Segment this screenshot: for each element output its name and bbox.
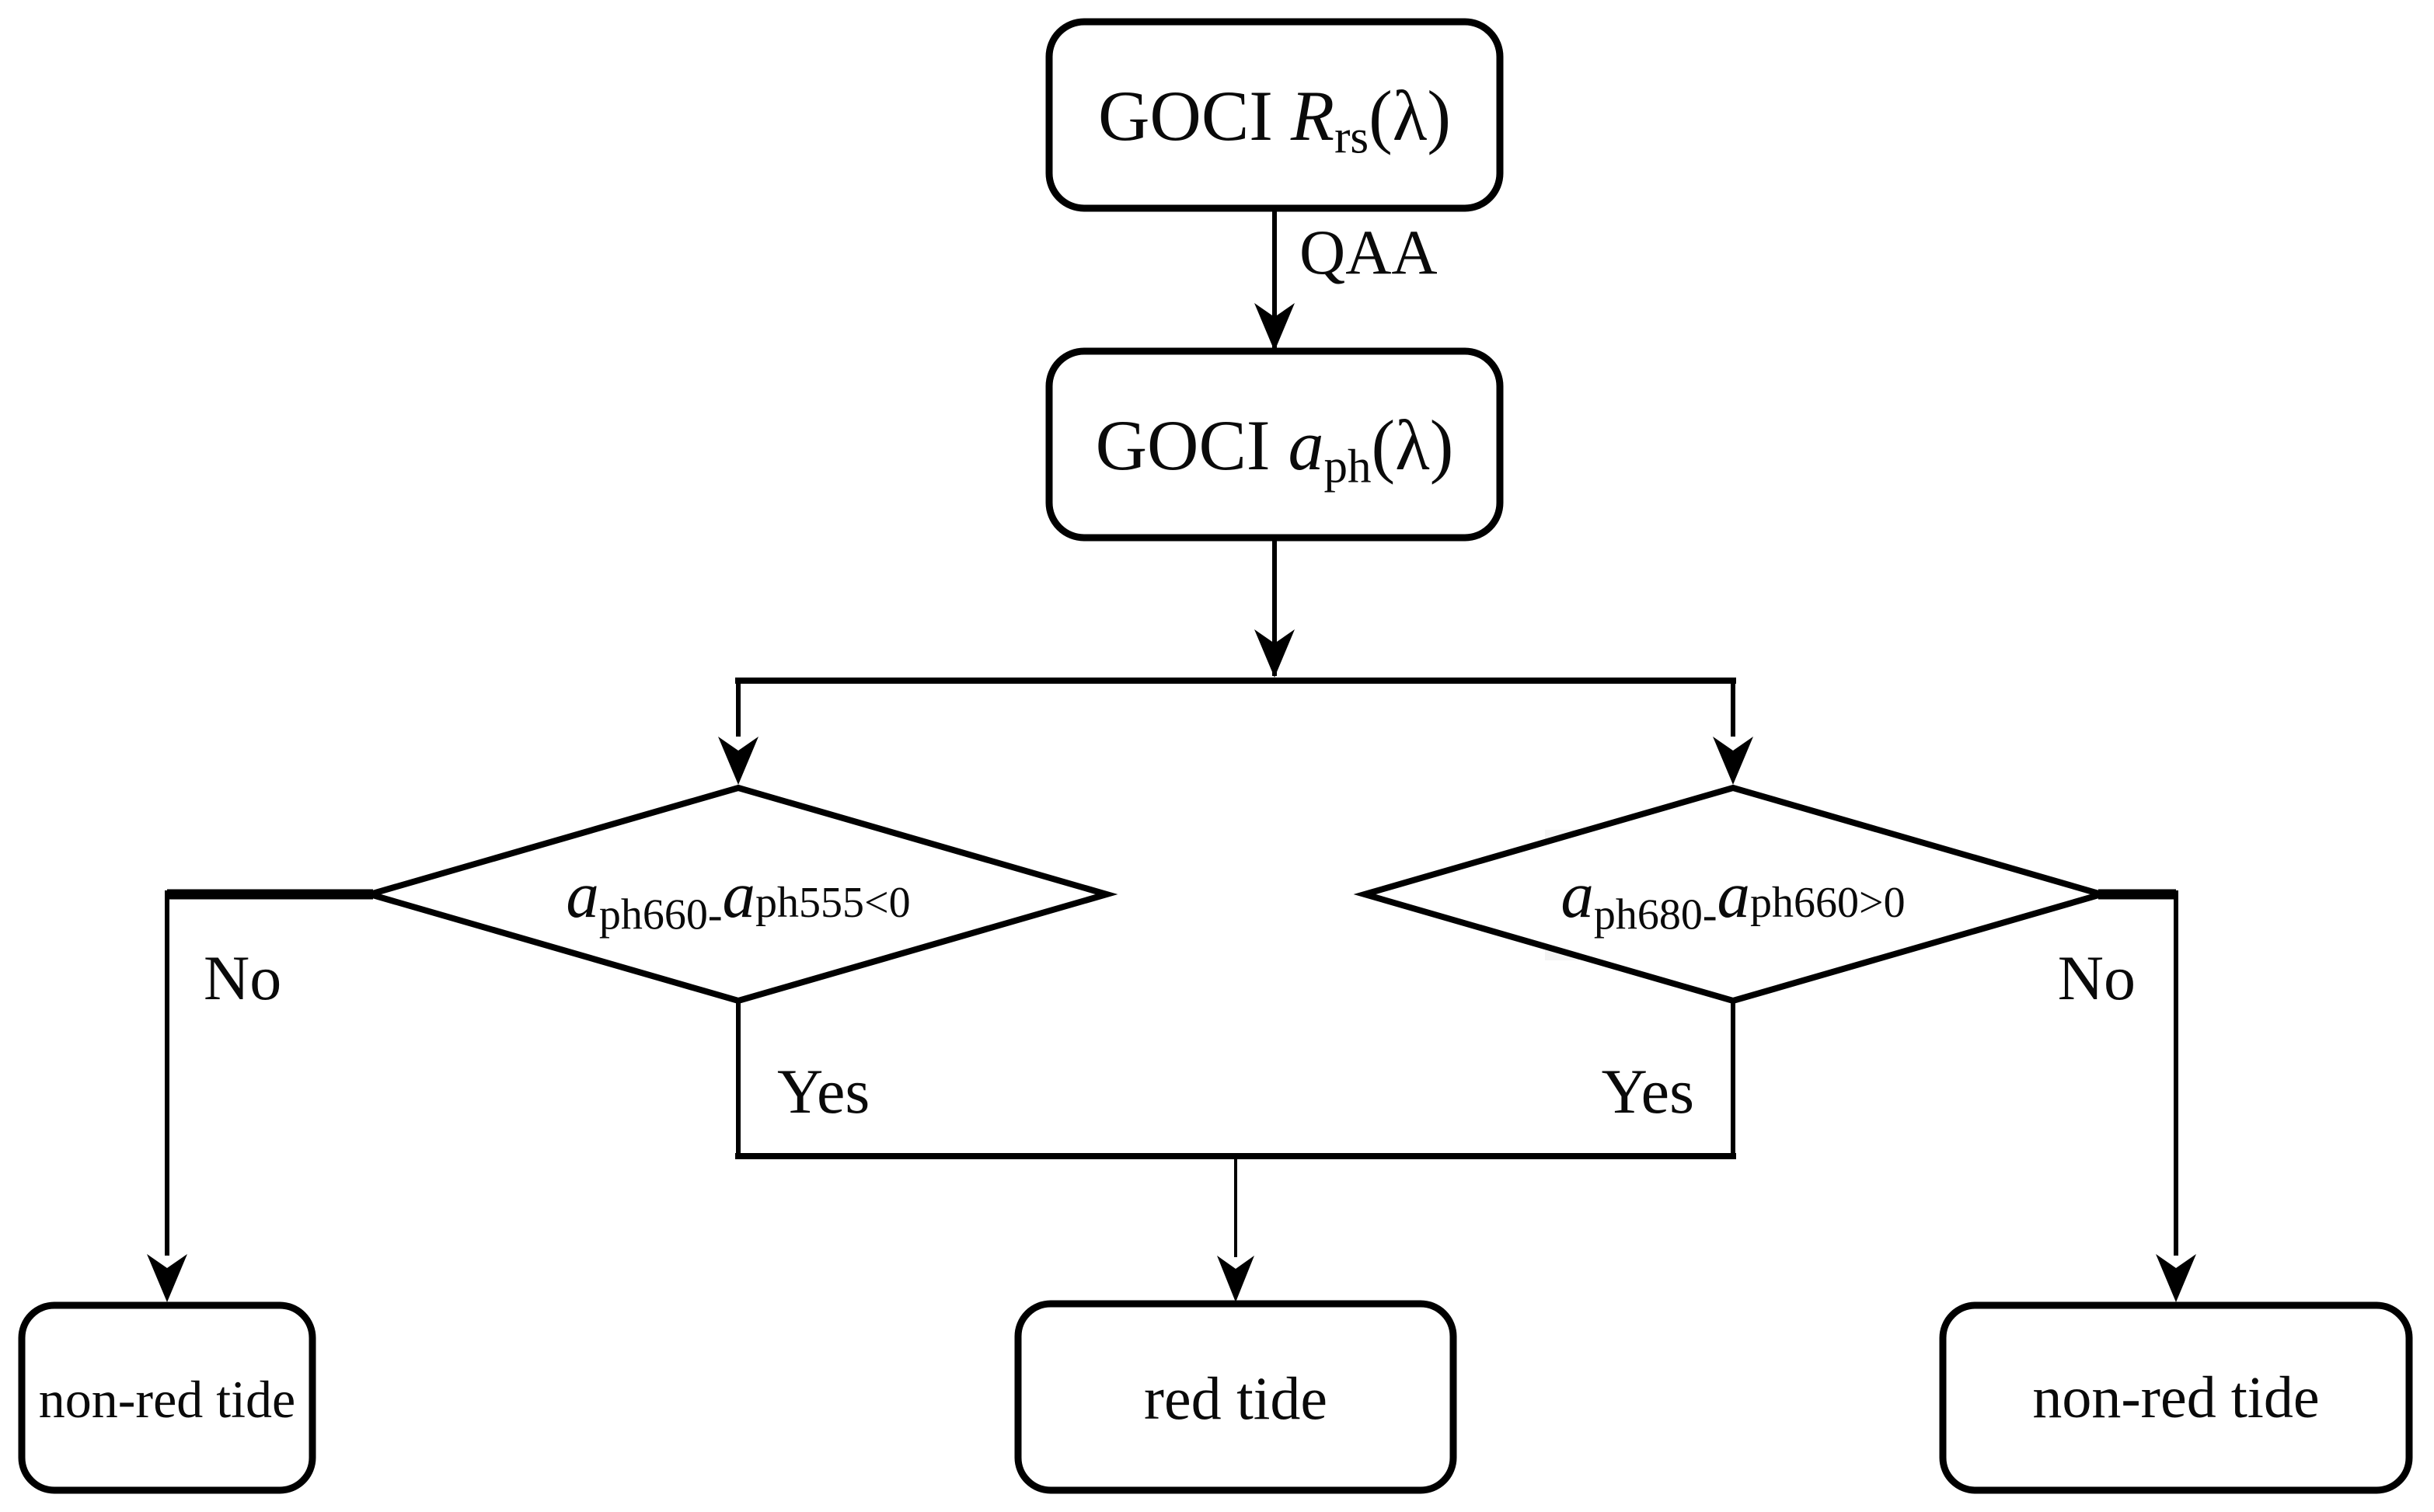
node-goci-aph	[1045, 347, 1504, 542]
label-no-left: No	[204, 942, 281, 1013]
node-non-red-tide-right	[1939, 1301, 2413, 1494]
arrowhead-icon	[1217, 1256, 1254, 1302]
label-no-right: No	[2058, 942, 2136, 1013]
node-goci-rrs	[1045, 18, 1504, 212]
label-non-red-tide-right: non-red tide	[2032, 1365, 2319, 1430]
label-yes-left: Yes	[777, 1056, 870, 1127]
edge-yes-merge	[735, 1001, 1736, 1302]
label-yes-right: Yes	[1602, 1056, 1694, 1127]
label-decision-left: aph660-aph555<0	[566, 859, 910, 939]
label-goci-aph: GOCI aph(λ)	[1096, 406, 1454, 493]
label-goci-rrs: GOCI Rrs(λ)	[1098, 76, 1451, 164]
label-decision-right: aph680-aph660>0	[1560, 859, 1905, 939]
label-red-tide: red tide	[1144, 1364, 1327, 1432]
edge-no-left	[147, 889, 373, 1302]
arrowhead-icon	[1713, 737, 1753, 785]
arrowhead-icon	[718, 737, 758, 785]
node-red-tide	[1014, 1300, 1457, 1494]
node-decision-right	[1353, 784, 2113, 1005]
node-non-red-tide-left	[18, 1301, 316, 1494]
node-decision-left	[358, 784, 1118, 1005]
arrowhead-icon	[1254, 303, 1295, 351]
edge-input-to-aph	[1254, 208, 1295, 351]
arrowhead-icon	[2156, 1254, 2196, 1302]
arrowhead-icon	[1254, 629, 1295, 678]
label-non-red-tide-left: non-red tide	[39, 1370, 295, 1429]
label-qaa: QAA	[1299, 217, 1438, 287]
edge-aph-to-split	[718, 538, 1753, 785]
arrowhead-icon	[147, 1254, 187, 1302]
